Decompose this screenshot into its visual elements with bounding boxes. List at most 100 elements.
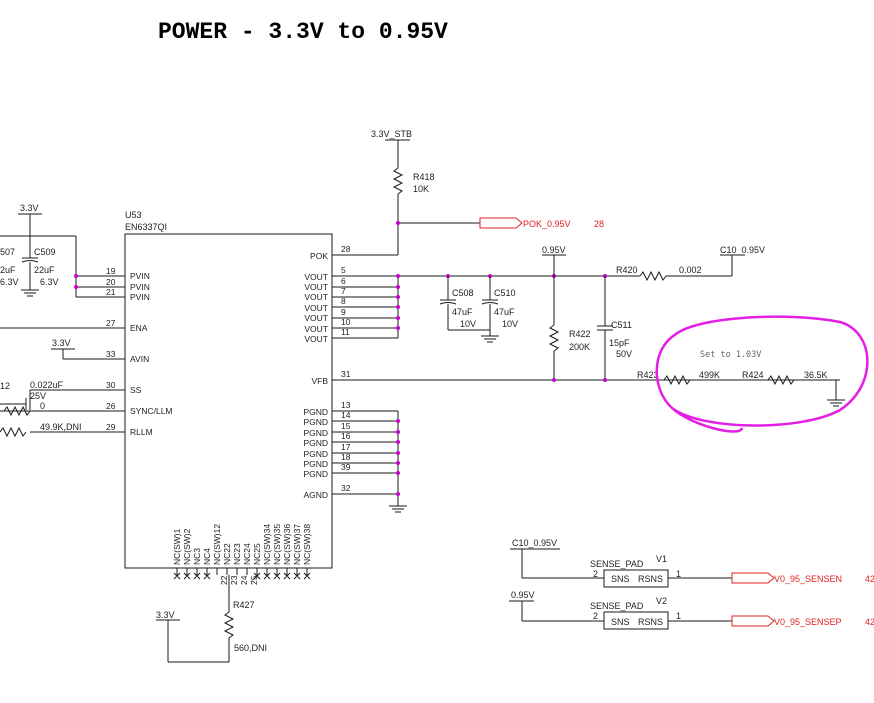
r423-ref: R423 (637, 370, 659, 380)
r427-value: 560,DNI (234, 643, 267, 653)
pin-name: PGND (303, 459, 328, 469)
vout-network: C508 47uF 10V C510 47uF 10V 0.95V R422 2… (396, 245, 765, 380)
r418-ref: R418 (413, 172, 435, 182)
pin-num: 31 (341, 369, 351, 379)
pin-name: NC22 (222, 543, 232, 565)
pin-name: VOUT (304, 313, 328, 323)
pin-name: NC3 (192, 548, 202, 565)
sense1-ref: V1 (656, 554, 667, 564)
resistor-r422 (548, 324, 560, 352)
pin-num: 15 (341, 421, 351, 431)
ground-symbol (21, 289, 39, 297)
bottom-pins: NC(SW)1 NC(SW)2 NC3 NC4 NC(SW)12 NC22 NC… (172, 524, 312, 585)
pin-name: SYNC/LLM (130, 406, 173, 416)
sense-pad-v2: 0.95V SENSE_PAD V2 2 1 SNS RSNS V0_95_SE… (509, 590, 874, 630)
sense2-ref: V2 (656, 596, 667, 606)
sense2-pin-left: 2 (593, 611, 598, 621)
pin-name: VOUT (304, 282, 328, 292)
pin-num: 32 (341, 483, 351, 493)
c507-value: 2uF (0, 265, 16, 275)
c507-ref: 507 (0, 247, 15, 257)
rsync-value: 0 (40, 401, 45, 411)
pok-network: 3.3V_STB R418 10K POK_0.95V 28 (371, 129, 604, 255)
pin-name: NC(SW)34 (262, 524, 272, 565)
pin-num: 33 (106, 349, 116, 359)
pin-name: VFB (311, 376, 328, 386)
resistor-r423 (663, 374, 691, 386)
ic-part: EN6337QI (125, 222, 167, 232)
pin-num: 7 (341, 286, 346, 296)
c507-voltage: 6.3V (0, 277, 19, 287)
pin-num: 28 (341, 244, 351, 254)
r427-network: 3.3V R427 560,DNI (156, 575, 267, 663)
pin-num: 27 (106, 318, 116, 328)
css-ref: 12 (0, 381, 10, 391)
pin-name: PGND (303, 417, 328, 427)
sense1-sns: SNS (611, 574, 630, 584)
pin-num: 18 (341, 452, 351, 462)
pin-name: POK (310, 251, 328, 261)
pin-name: PGND (303, 428, 328, 438)
net-label-33b: 3.3V (52, 338, 71, 348)
r427-ref: R427 (233, 600, 255, 610)
net-label-stb: 3.3V_STB (371, 129, 412, 139)
c509-voltage: 6.3V (40, 277, 59, 287)
c508-value: 47uF (452, 307, 473, 317)
resistor-r418 (392, 167, 404, 195)
pin-num: 39 (341, 462, 351, 472)
annotation-text: Set to 1.03V (700, 350, 761, 360)
pin-name: VOUT (304, 303, 328, 313)
sense2-type: SENSE_PAD (590, 601, 644, 611)
pin-num: 9 (341, 307, 346, 317)
right-pins: 28 5 6 7 8 9 10 11 31 13 14 15 16 17 18 … (303, 244, 840, 500)
resistor-r424 (767, 374, 795, 386)
resistor-r420 (639, 270, 667, 282)
pin-name: NC24 (242, 543, 252, 565)
sense2-rsns: RSNS (638, 617, 663, 627)
r424-ref: R424 (742, 370, 764, 380)
net-label-c10-095b: C10_0.95V (512, 538, 557, 548)
pin-num: 23 (229, 575, 239, 585)
r423-value: 499K (699, 370, 720, 380)
sense1-pin-right: 1 (676, 569, 681, 579)
pin-name: PVIN (130, 282, 150, 292)
r422-value: 200K (569, 342, 590, 352)
pin-name: VOUT (304, 292, 328, 302)
c511-ref: C511 (611, 320, 632, 330)
net-label-sensep: V0_95_SENSEP (774, 617, 842, 627)
pin-name: RLLM (130, 427, 153, 437)
pin-name: NC(SW)36 (282, 524, 292, 565)
pin-num: 22 (219, 575, 229, 585)
pin-num: 16 (341, 431, 351, 441)
pin-num: 29 (106, 422, 116, 432)
c511-value: 15pF (609, 338, 630, 348)
c509-value: 22uF (34, 265, 55, 275)
pin-name: NC(SW)2 (182, 528, 192, 565)
pin-name: VOUT (304, 272, 328, 282)
pin-num: 17 (341, 442, 351, 452)
ground-symbol (481, 335, 499, 343)
net-label-sensen: V0_95_SENSEN (774, 574, 842, 584)
r420-ref: R420 (616, 265, 638, 275)
c509-ref: C509 (34, 247, 56, 257)
pin-num: 13 (341, 400, 351, 410)
c510-value: 47uF (494, 307, 515, 317)
pin-num: 5 (341, 265, 346, 275)
net-label-095: 0.95V (542, 245, 566, 255)
sense2-sns: SNS (611, 617, 630, 627)
ground-symbol (827, 399, 845, 407)
c508-ref: C508 (452, 288, 474, 298)
pin-num: 26 (106, 401, 116, 411)
net-label-pok: POK_0.95V (523, 219, 571, 229)
annotation-circle (655, 315, 869, 433)
c510-voltage: 10V (502, 319, 518, 329)
input-network: 3.3V 507 2uF 6.3V C509 22uF 6.3V 3.3V 12… (0, 203, 82, 438)
pin-name: NC23 (232, 543, 242, 565)
pin-name: NC(SW)37 (292, 524, 302, 565)
pin-name: AGND (303, 490, 328, 500)
c510-ref: C510 (494, 288, 516, 298)
pin-num: 6 (341, 276, 346, 286)
ground-network (389, 411, 407, 513)
pin-num: 10 (341, 317, 351, 327)
rllm-value: 49.9K,DNI (40, 422, 82, 432)
